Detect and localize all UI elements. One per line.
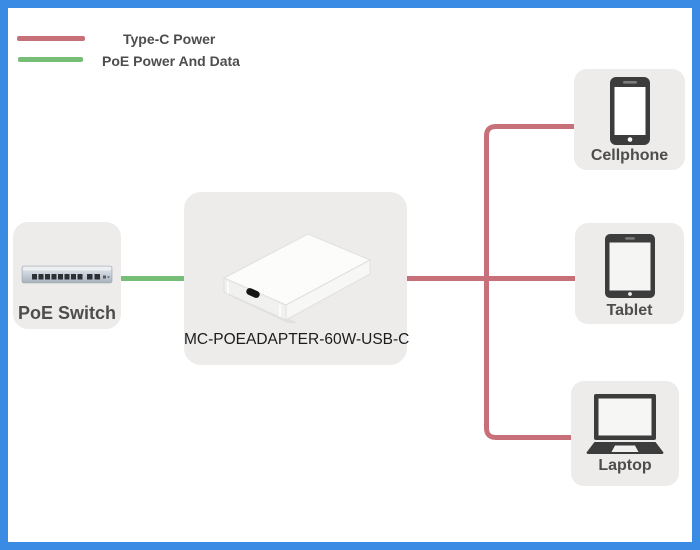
node-laptop: Laptop bbox=[571, 381, 679, 486]
tablet-label: Tablet bbox=[606, 302, 653, 319]
poe-switch-label: PoE Switch bbox=[17, 303, 116, 323]
smartphone-icon bbox=[609, 77, 650, 150]
typec-link-trunk-cellphone-laptop bbox=[484, 124, 575, 440]
laptop-icon bbox=[586, 394, 664, 460]
laptop-label: Laptop bbox=[598, 457, 652, 474]
cellphone-label: Cellphone bbox=[590, 147, 669, 164]
node-adapter: MC-POEADAPTER-60W-USB-C bbox=[184, 192, 410, 365]
adapter-label: MC-POEADAPTER-60W-USB-C bbox=[184, 331, 410, 348]
typec-power-line-swatch bbox=[17, 36, 85, 41]
node-tablet: Tablet bbox=[575, 223, 684, 324]
network-switch-icon bbox=[21, 262, 113, 293]
legend-label-poe-power: PoE Power And Data bbox=[102, 53, 240, 69]
node-cellphone: Cellphone bbox=[574, 69, 685, 170]
legend-label-typec-power: Type-C Power bbox=[123, 31, 216, 47]
poe-power-line-swatch bbox=[18, 57, 83, 62]
tablet-icon bbox=[604, 234, 655, 303]
node-poe-switch: PoE Switch bbox=[13, 222, 121, 329]
poe-adapter-device-image bbox=[216, 230, 376, 335]
